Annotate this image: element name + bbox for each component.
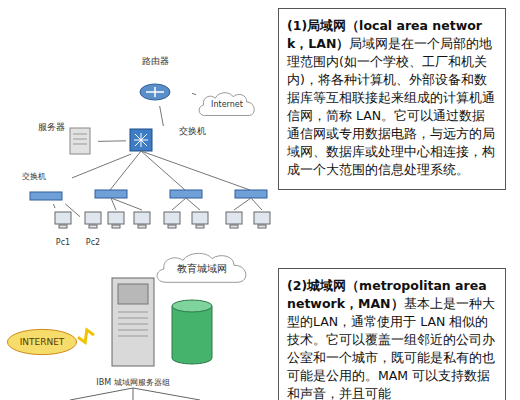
ellipse-shape <box>7 329 76 354</box>
panel-text: (1)局域网（local area network，LAN）局域网是在一个局部的… <box>287 17 497 179</box>
connector <box>65 204 80 217</box>
panel-body: 基本上是一种大型的LAN，通常使用于 LAN 相似的技术。它可以覆盖一组邻近的公… <box>287 296 495 400</box>
pc-icons <box>55 212 270 228</box>
server-group-node: IBM 城域网服务器组 <box>94 272 172 388</box>
node-label: Pc1 <box>56 238 70 248</box>
node-label: 交换机 <box>22 172 46 182</box>
node-label: INTERNET <box>20 337 65 348</box>
node-label: 服务器 <box>38 122 65 133</box>
small-switch-icons <box>30 190 267 200</box>
node-label: 路由器 <box>142 56 169 67</box>
tower-server <box>112 278 154 366</box>
router-mark <box>146 87 164 97</box>
connector-line <box>160 106 164 126</box>
connector <box>53 204 55 208</box>
tower-slots <box>118 312 148 336</box>
panel-body: 局域网是在一个局部的地理范围内(如一个学校、工厂和机关内)，将各种计算机、外部设… <box>287 36 495 177</box>
server-node: 服务器 <box>38 122 98 162</box>
cloud-shape <box>199 93 254 116</box>
node-label: Pc2 <box>86 238 100 248</box>
connector-line <box>65 204 80 217</box>
server-icon <box>70 128 90 154</box>
internet-cloud: Internet <box>196 90 258 120</box>
node-label: Internet <box>211 100 243 110</box>
switch-mark <box>134 133 148 147</box>
router-icon <box>140 84 170 100</box>
lan-wire <box>110 151 250 190</box>
connector-line <box>72 154 131 178</box>
metro-cloud: 教育城域网 <box>152 250 252 288</box>
switch-icon <box>130 129 152 151</box>
internet-ellipse: INTERNET <box>6 328 78 356</box>
pc-node: Pc1 <box>50 208 76 248</box>
connector-line <box>192 93 196 94</box>
node-label: IBM 城域网服务器组 <box>96 378 169 388</box>
connector <box>78 330 94 342</box>
connector <box>72 154 131 178</box>
server-slots <box>73 134 87 144</box>
tower-bay <box>118 284 148 304</box>
database-top <box>172 300 212 312</box>
text-panel: (1)局域网（local area network，LAN）局域网是在一个局部的… <box>278 8 506 190</box>
man-wire <box>70 388 200 400</box>
switch-node: 交换机 <box>126 126 206 154</box>
connector <box>98 140 126 142</box>
connector-line <box>53 204 55 208</box>
connector <box>192 93 196 94</box>
text-panel: (2)城域网（metropolitan area network，MAN）基本上… <box>278 268 506 400</box>
connector <box>160 106 164 126</box>
connector-line <box>78 330 94 342</box>
node-label: 交换机 <box>179 126 206 137</box>
pc-node: Pc2 <box>80 208 106 248</box>
small-switch-node: 交换机 <box>22 172 72 204</box>
connector-line <box>98 140 126 142</box>
pc-wire <box>111 198 262 210</box>
panel-text: (2)城域网（metropolitan area network，MAN）基本上… <box>287 277 497 400</box>
node-label: 教育城域网 <box>177 263 227 275</box>
database-cylinder <box>172 306 212 364</box>
cloud-shape <box>157 253 246 282</box>
router-node: 路由器 <box>118 56 192 106</box>
